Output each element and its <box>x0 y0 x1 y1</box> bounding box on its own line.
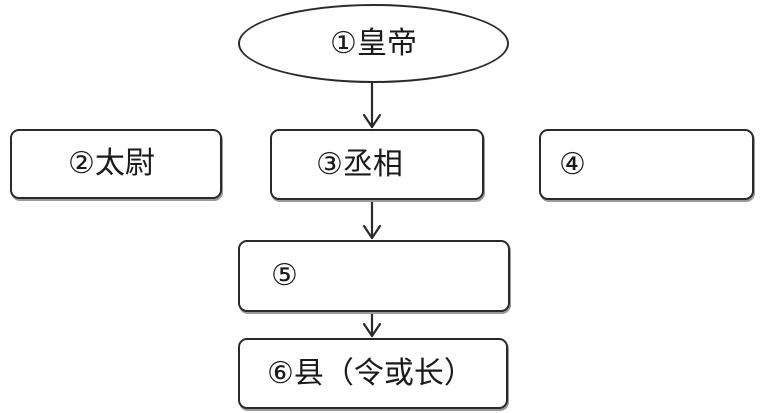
taiwei-node: ②太尉 <box>10 129 222 199</box>
chancellor-node: ③丞相 <box>270 129 484 200</box>
box-5-label: ⑤ <box>271 258 298 293</box>
taiwei-label: ②太尉 <box>68 146 155 181</box>
arrow-emperor-to-chancellor <box>362 81 382 129</box>
arrow-box5-to-county <box>362 310 382 338</box>
county-label: ⑥县（令或长） <box>267 355 474 391</box>
chancellor-label: ③丞相 <box>316 146 403 182</box>
box-4-node: ④ <box>539 129 754 200</box>
box-5-node: ⑤ <box>238 240 510 312</box>
emperor-label: ①皇帝 <box>330 25 417 61</box>
county-node: ⑥县（令或长） <box>238 338 508 409</box>
arrow-chancellor-to-box5 <box>362 198 382 240</box>
box-4-label: ④ <box>559 146 586 182</box>
emperor-node: ①皇帝 <box>238 4 509 83</box>
